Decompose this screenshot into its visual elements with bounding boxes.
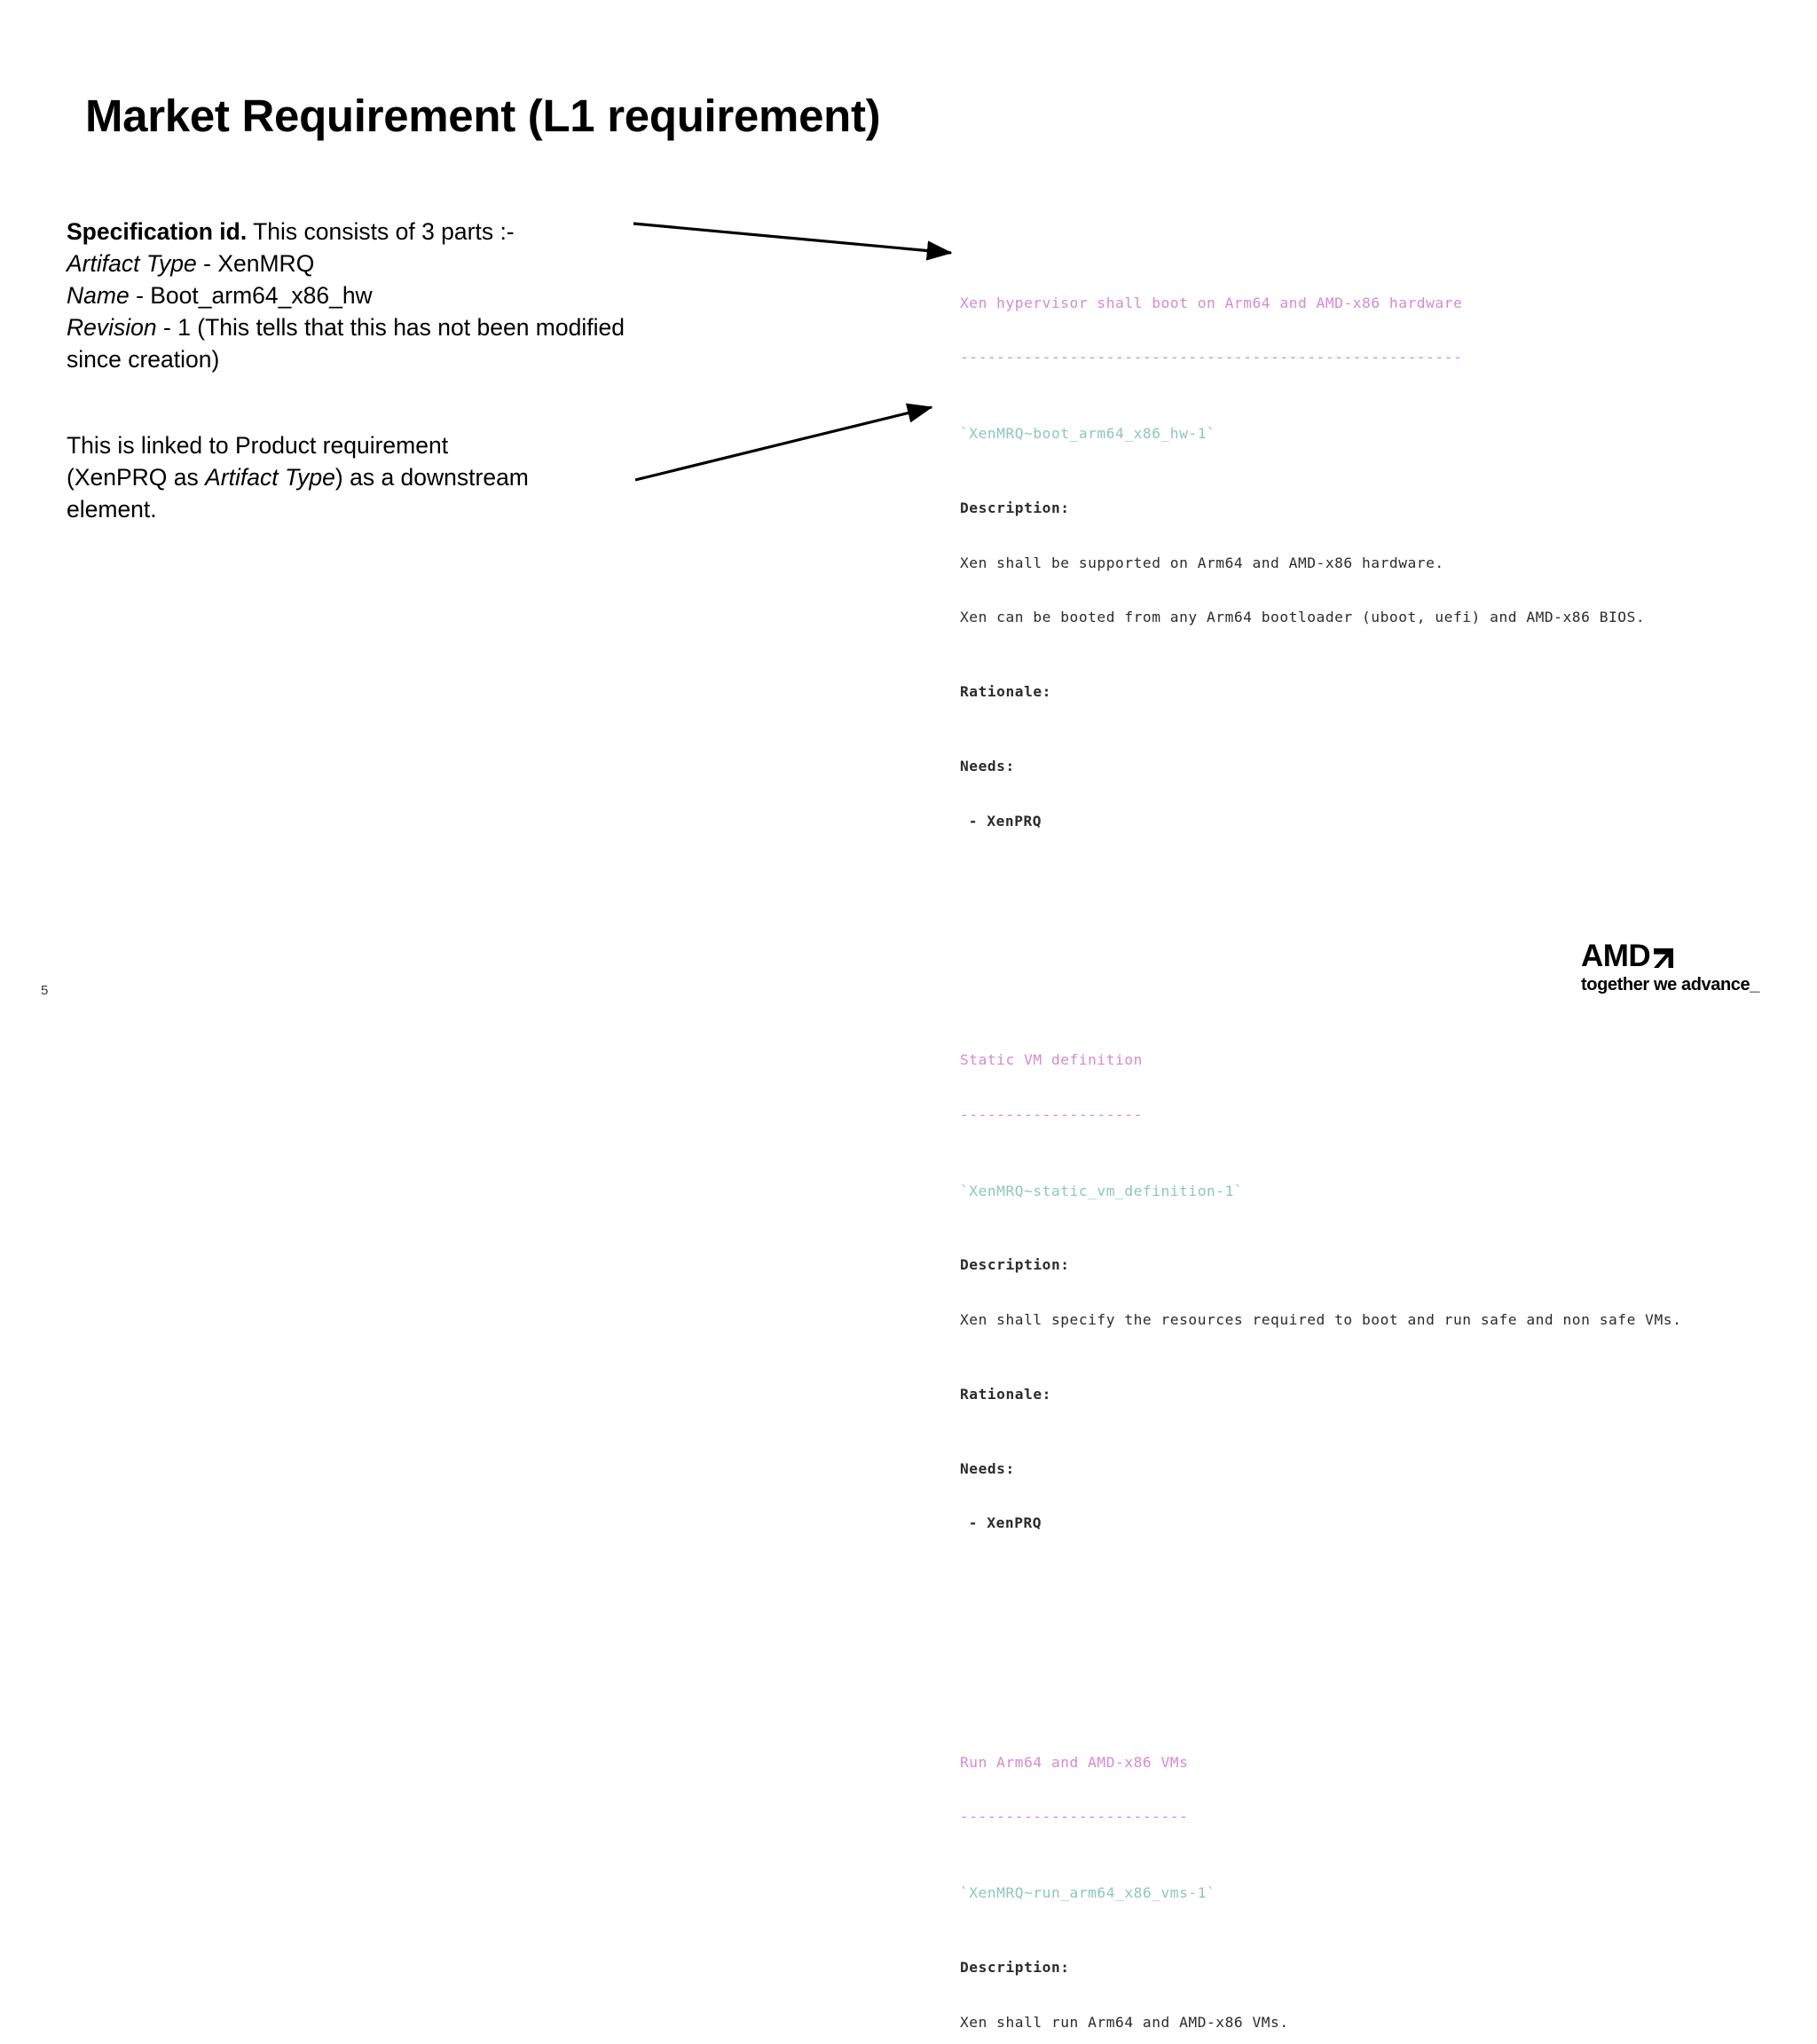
spec-rationale-label: Rationale: bbox=[960, 683, 1051, 701]
spec-needs-label: Needs: bbox=[960, 1459, 1015, 1477]
note-block-product-requirement-link: This is linked to Product requirement (X… bbox=[67, 429, 634, 525]
note2-line-2-post: ) as a downstream bbox=[334, 464, 529, 491]
spec-description-line: Xen shall be supported on Arm64 and AMD-… bbox=[960, 554, 1444, 571]
note-line-3: Name - Boot_arm64_x86_hw bbox=[67, 279, 634, 311]
amd-tagline: together we advance_ bbox=[1581, 975, 1759, 994]
requirements-spec-panel: Xen hypervisor shall boot on Arm64 and A… bbox=[960, 185, 1776, 2044]
note2-line-2-pre: (XenPRQ as bbox=[67, 464, 206, 491]
amd-arrow-icon bbox=[1654, 948, 1674, 968]
note-block-specification-id: Specification id. This consists of 3 par… bbox=[67, 216, 634, 375]
spec-id: `XenMRQ~run_arm64_x86_vms-1` bbox=[960, 1884, 1216, 1902]
note-line-1-rest: This consists of 3 parts :- bbox=[247, 218, 515, 245]
spec-section-boot-arm64-x86-hw: Xen hypervisor shall boot on Arm64 and A… bbox=[960, 257, 1776, 867]
spec-heading-rule: ------------------------- bbox=[960, 1808, 1189, 1826]
note2-line-2: (XenPRQ as Artifact Type) as a downstrea… bbox=[67, 461, 634, 493]
note-line-4: Revision - 1 (This tells that this has n… bbox=[67, 311, 634, 343]
note2-line-3: element. bbox=[67, 496, 157, 523]
spec-needs-item: - XenPRQ bbox=[968, 1514, 1042, 1532]
note-line-4-rest: - 1 (This tells that this has not been m… bbox=[156, 314, 625, 341]
note2-line-2-italic: Artifact Type bbox=[205, 464, 335, 491]
arrow-to-specification-id bbox=[633, 222, 953, 261]
note-line-2-italic: Artifact Type bbox=[67, 250, 197, 277]
note2-line-1: This is linked to Product requirement bbox=[67, 432, 449, 459]
note-line-2-rest: - XenMRQ bbox=[196, 250, 315, 277]
spec-heading-rule: -------------------- bbox=[960, 1105, 1143, 1123]
slide-number: 5 bbox=[41, 983, 49, 998]
page-title: Market Requirement (L1 requirement) bbox=[85, 90, 881, 141]
spec-section-spacer bbox=[960, 922, 1776, 941]
note-line-1: Specification id. This consists of 3 par… bbox=[67, 216, 634, 248]
note-line-5: since creation) bbox=[67, 346, 220, 373]
spec-section-spacer bbox=[960, 1624, 1776, 1644]
spec-description-line: Xen shall run Arm64 and AMD-x86 VMs. bbox=[960, 2013, 1289, 2031]
amd-logo: AMD together we advance_ bbox=[1581, 939, 1774, 995]
spec-heading: Static VM definition bbox=[960, 1050, 1143, 1068]
spec-section-static-vm-definition: Static VM definition -------------------… bbox=[960, 1015, 1776, 1569]
spec-section-run-arm64-x86-vms: Run Arm64 and AMD-x86 VMs --------------… bbox=[960, 1717, 1776, 2044]
amd-wordmark: AMD bbox=[1581, 939, 1651, 973]
note-line-3-rest: - Boot_arm64_x86_hw bbox=[129, 282, 373, 309]
note-line-4-italic: Revision bbox=[67, 314, 157, 341]
arrow-to-needs-xenprq bbox=[634, 403, 933, 482]
spec-heading: Run Arm64 and AMD-x86 VMs bbox=[960, 1753, 1189, 1771]
spec-needs-item: - XenPRQ bbox=[968, 812, 1042, 829]
left-annotation-column: Specification id. This consists of 3 par… bbox=[67, 216, 634, 525]
spec-description-label: Description: bbox=[960, 1256, 1070, 1274]
spec-rationale-label: Rationale: bbox=[960, 1385, 1051, 1403]
spec-description-line: Xen shall specify the resources required… bbox=[960, 1311, 1682, 1329]
spec-description-label: Description: bbox=[960, 1958, 1070, 1976]
note-line-3-italic: Name bbox=[67, 282, 130, 309]
amd-wordmark-row: AMD bbox=[1581, 939, 1774, 973]
spec-description-label: Description: bbox=[960, 499, 1070, 516]
spec-id: `XenMRQ~static_vm_definition-1` bbox=[960, 1182, 1244, 1199]
spec-description-line: Xen can be booted from any Arm64 bootloa… bbox=[960, 609, 1646, 626]
spec-heading: Xen hypervisor shall boot on Arm64 and A… bbox=[960, 294, 1463, 311]
note-line-1-bold: Specification id. bbox=[67, 218, 248, 245]
spec-needs-label: Needs: bbox=[960, 758, 1015, 775]
spec-id: `XenMRQ~boot_arm64_x86_hw-1` bbox=[960, 425, 1216, 443]
note-line-2: Artifact Type - XenMRQ bbox=[67, 248, 634, 279]
spec-heading-rule: ----------------------------------------… bbox=[960, 349, 1463, 366]
